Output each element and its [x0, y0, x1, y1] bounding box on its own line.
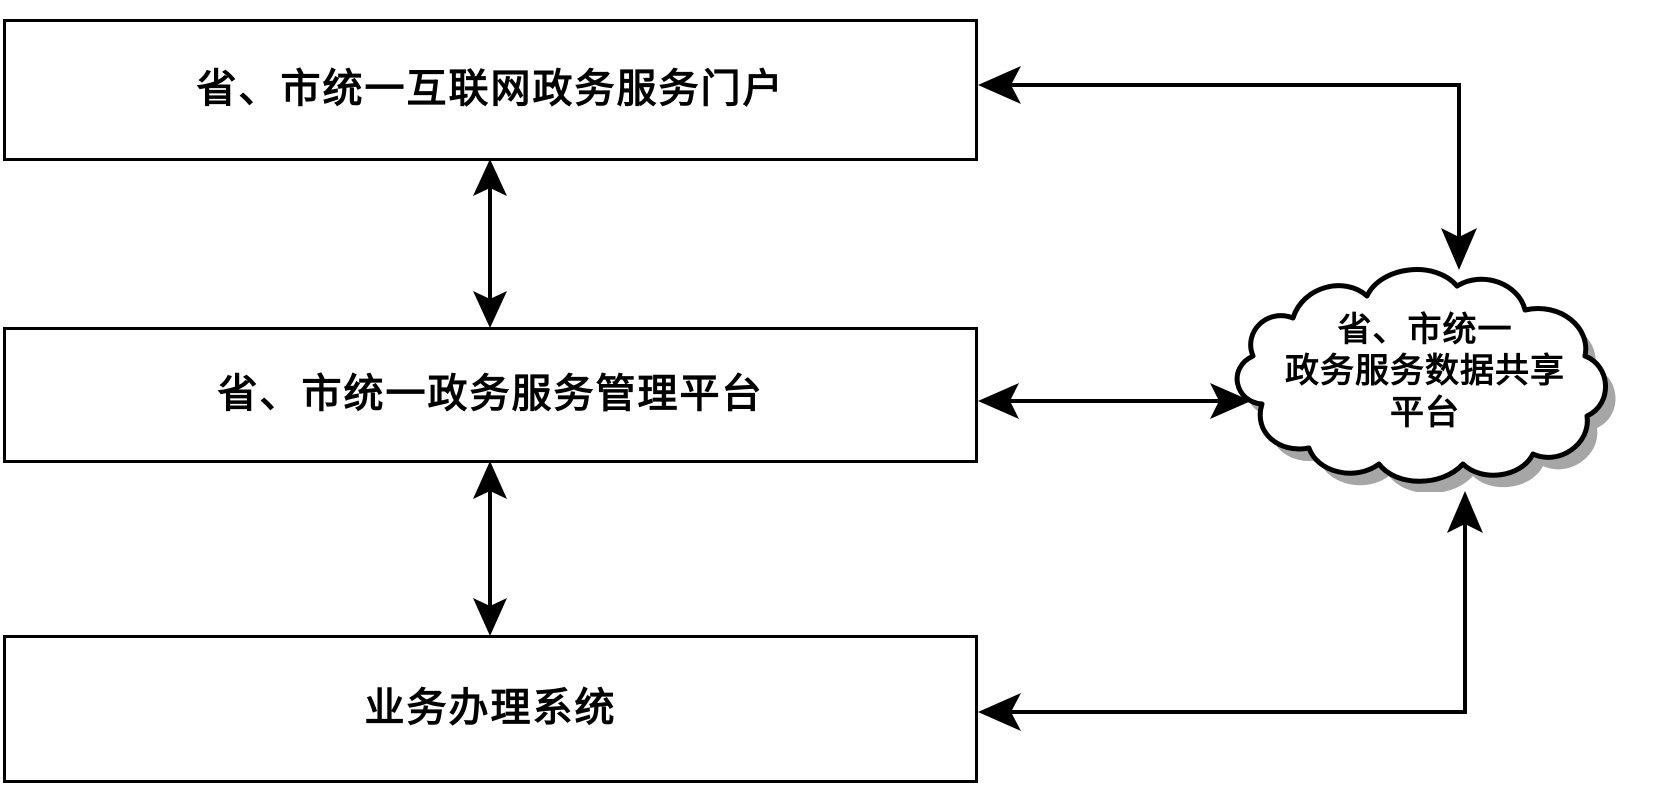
node-management-platform-label: 省、市统一政务服务管理平台	[217, 371, 764, 418]
node-business-system[interactable]: 业务办理系统	[3, 635, 978, 783]
node-data-sharing-cloud[interactable]: 省、市统一 政务服务数据共享 平台	[1195, 252, 1654, 494]
node-portal-label: 省、市统一互联网政务服务门户	[196, 66, 785, 113]
connector-cloud-business	[978, 491, 1483, 731]
cloud-shape-icon	[1234, 267, 1616, 494]
node-portal[interactable]: 省、市统一互联网政务服务门户	[3, 19, 978, 161]
connector-cloud-portal	[978, 66, 1477, 270]
node-management-platform[interactable]: 省、市统一政务服务管理平台	[3, 327, 978, 463]
connector-management-cloud	[978, 383, 1251, 419]
connector-management-business	[473, 461, 507, 636]
node-business-system-label: 业务办理系统	[364, 685, 617, 732]
connector-portal-management	[473, 159, 507, 328]
